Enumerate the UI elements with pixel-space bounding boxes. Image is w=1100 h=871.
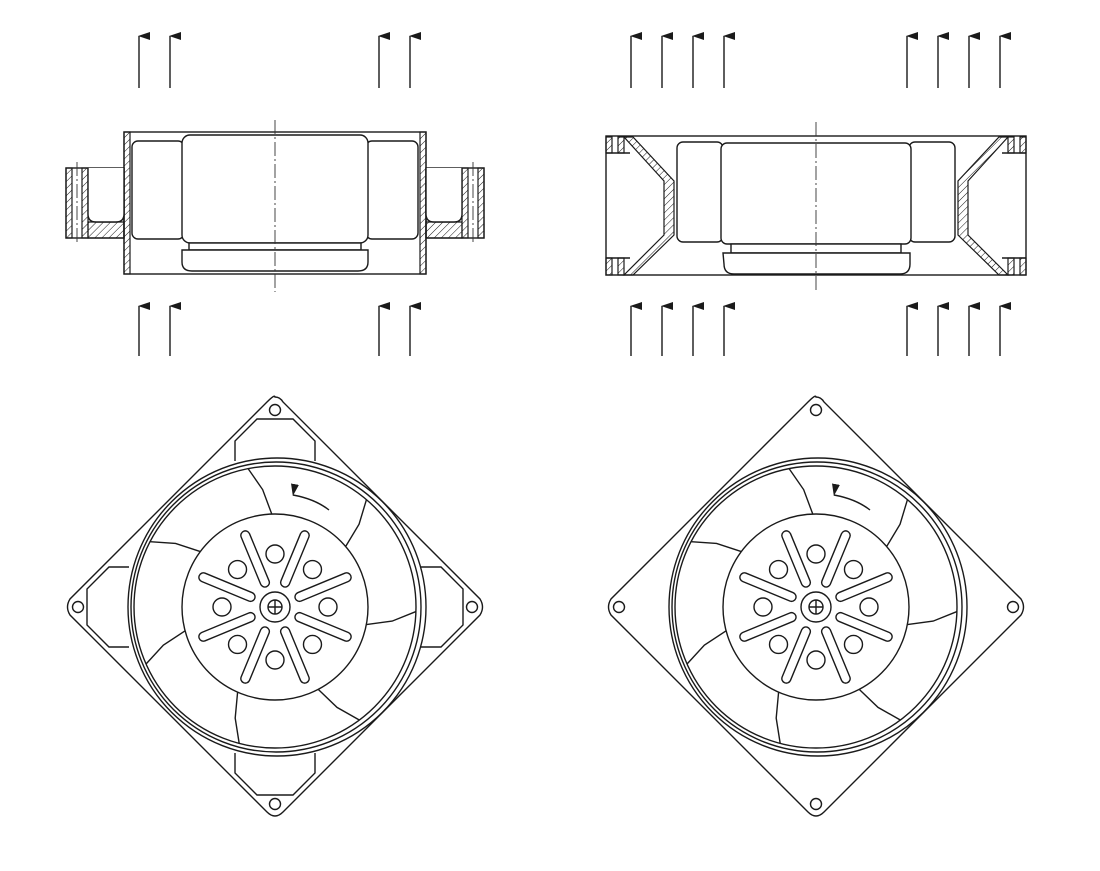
hub-slot: [279, 626, 310, 684]
hub-hole: [265, 650, 285, 670]
hub-hole: [859, 597, 879, 617]
corner-pad: [234, 418, 316, 461]
hub-hole: [227, 634, 248, 655]
hub-slot: [781, 530, 812, 588]
hub-hole: [768, 559, 789, 580]
mount-hole-icon: [268, 403, 282, 417]
mount-hole-icon: [809, 797, 823, 811]
airflow-arrows: [138, 32, 1011, 356]
housing-wall-left: [622, 136, 675, 276]
hub-slot: [294, 611, 352, 642]
flange-right: [425, 167, 485, 239]
mount-hole-icon: [809, 403, 823, 417]
blade-edge: [907, 610, 958, 626]
shaft-crosshair: [809, 600, 823, 614]
hub-hole: [753, 597, 773, 617]
hub-slot: [198, 611, 256, 642]
shaft-crosshair: [268, 600, 282, 614]
hub-hole: [212, 597, 232, 617]
corner-pad: [421, 566, 464, 648]
hub-hole: [302, 559, 323, 580]
hub-hole: [843, 634, 864, 655]
mount-hole-icon: [1006, 600, 1020, 614]
hub-slot: [294, 572, 352, 603]
hub-slot: [739, 611, 797, 642]
hub-hole: [843, 559, 864, 580]
hub-hole: [768, 634, 789, 655]
hub-slot: [835, 611, 893, 642]
hub-slot: [835, 572, 893, 603]
blade-edge: [788, 468, 814, 515]
motor-rotor: [722, 252, 911, 275]
hub-hole: [806, 650, 826, 670]
mount-hole-icon: [612, 600, 626, 614]
hub-slot: [240, 530, 271, 588]
mount-hole-icon: [465, 600, 479, 614]
blade-section-right: [908, 141, 956, 243]
blade-edge: [690, 541, 742, 553]
blade-edge: [247, 468, 273, 515]
rotation-direction-arrow-icon: [832, 483, 871, 511]
blade-edge: [686, 630, 727, 665]
blade-section-left: [676, 141, 724, 243]
housing-wall-left: [123, 131, 131, 275]
blade-edge: [775, 692, 781, 744]
hub-slot: [279, 530, 310, 588]
hub-slot: [820, 530, 851, 588]
blade-section-left: [131, 140, 185, 240]
blade-edge: [858, 688, 901, 721]
blade-edge: [886, 499, 909, 547]
fan-a-front-view: [66, 395, 484, 817]
blade-edge: [366, 610, 417, 626]
venturi-ring-inner: [130, 461, 422, 753]
mount-holes-section: [605, 136, 1027, 276]
hub-slot: [240, 626, 271, 684]
blade-edge: [345, 499, 368, 547]
fan-a-cross-section: [65, 120, 485, 292]
venturi-ring-inner: [671, 461, 963, 753]
hub-slot: [198, 572, 256, 603]
corner-pad: [234, 753, 316, 796]
blade-edge: [145, 630, 186, 665]
blade-edge: [234, 692, 240, 744]
blade-edge: [149, 541, 201, 553]
impeller-rim: [674, 465, 958, 749]
corner-pad: [86, 566, 129, 648]
hub-hole: [302, 634, 323, 655]
impeller-rim: [133, 465, 417, 749]
hub-slot: [739, 572, 797, 603]
blade-section-right: [365, 140, 419, 240]
hub-slot: [781, 626, 812, 684]
hub-hole: [318, 597, 338, 617]
hub-hole: [806, 544, 826, 564]
hub-slot: [820, 626, 851, 684]
fan-b-cross-section: [605, 122, 1027, 292]
fan-front-views: [66, 395, 1025, 817]
fan-b-front-view: [607, 395, 1025, 817]
housing-wall-right: [419, 131, 427, 275]
housing-wall-right: [957, 136, 1010, 276]
blade-edge: [317, 688, 360, 721]
mount-hole-icon: [71, 600, 85, 614]
mount-hole-icon: [268, 797, 282, 811]
flange-left: [65, 167, 125, 239]
hub-hole: [227, 559, 248, 580]
rotation-direction-arrow-icon: [291, 483, 330, 511]
hub-hole: [265, 544, 285, 564]
